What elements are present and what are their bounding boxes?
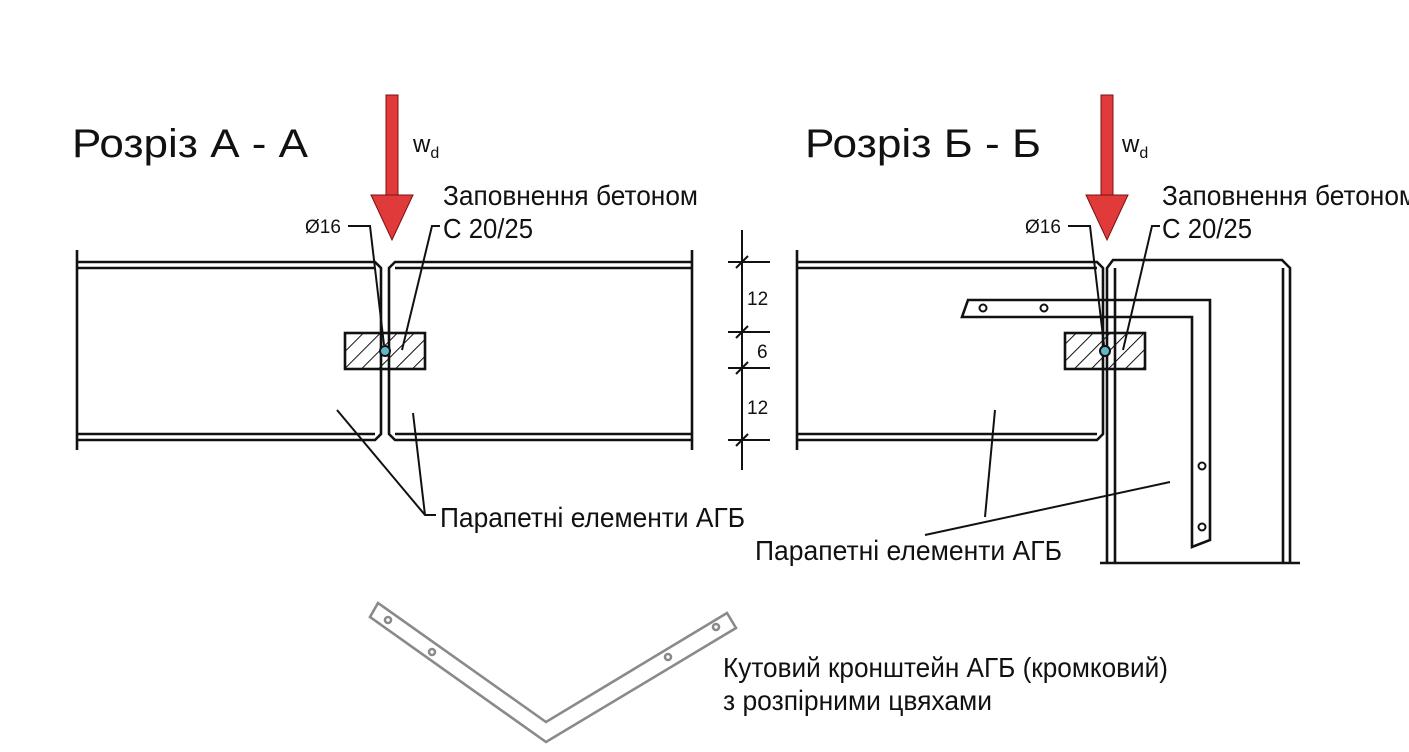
rebar-icon	[379, 345, 391, 357]
elements-leader	[924, 409, 1171, 536]
bar-label: Ø16	[305, 217, 341, 238]
parapet-element-horizontal	[795, 250, 1105, 450]
dimension-2: 6	[757, 342, 768, 363]
parapet-element-left	[75, 250, 383, 450]
load-arrow-icon	[1085, 94, 1129, 242]
section-b-title: Розріз Б - Б	[805, 122, 1041, 166]
parapet-element-vertical	[1100, 258, 1300, 565]
fill-label-line1: Заповнення бетоном	[443, 180, 698, 211]
fill-leader	[401, 225, 440, 351]
section-b: Розріз Б - Б wd Заповнення бетоном C 20/…	[755, 94, 1409, 566]
bar-leader	[348, 225, 385, 346]
bracket-label-line2: з розпірними цвяхами	[723, 685, 992, 716]
fill-leader	[1122, 225, 1160, 351]
rebar-icon	[1099, 345, 1111, 357]
section-a-title: Розріз А - А	[72, 122, 308, 166]
parapet-element-right	[387, 250, 694, 450]
dimension-line	[728, 230, 770, 470]
corner-bracket	[960, 298, 1212, 549]
load-label: wd	[1121, 131, 1148, 162]
fill-label-line2: C 20/25	[443, 213, 533, 244]
load-arrow-icon	[370, 94, 414, 242]
bar-leader	[1068, 225, 1105, 346]
concrete-fill	[343, 331, 427, 371]
bracket-label-line1: Кутовий кронштейн АГБ (кромковий)	[723, 652, 1168, 683]
section-a: Розріз А - А wd Заповнення бетоном C 20/…	[72, 94, 770, 533]
fill-label-line2: C 20/25	[1162, 213, 1252, 244]
elements-label: Парапетні елементи АГБ	[440, 502, 745, 533]
corner-bracket-detail	[368, 601, 738, 744]
elements-label: Парапетні елементи АГБ	[755, 535, 1062, 566]
dimension-3: 12	[747, 398, 768, 419]
load-label: wd	[412, 131, 439, 162]
elements-leader	[336, 409, 436, 516]
fill-label-line1: Заповнення бетоном	[1162, 180, 1409, 211]
bar-label: Ø16	[1025, 217, 1061, 238]
dimension-1: 12	[747, 289, 768, 310]
